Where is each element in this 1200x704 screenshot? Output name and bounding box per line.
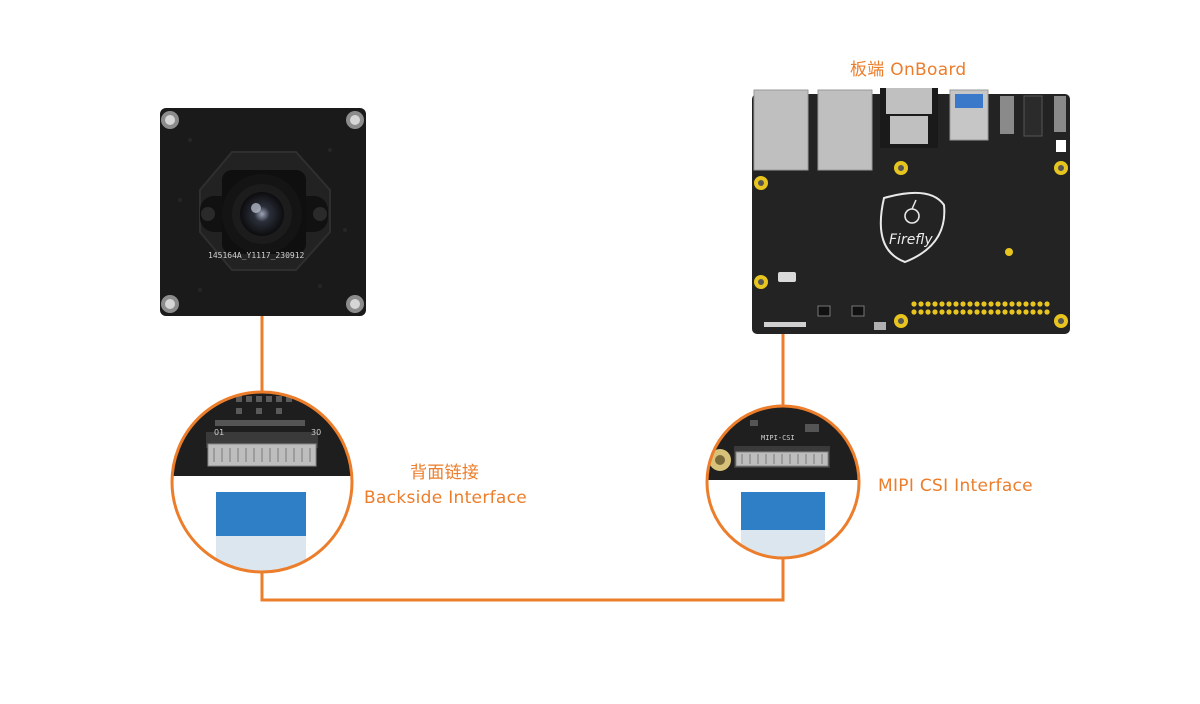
board-mount-holes — [754, 161, 1068, 328]
ribbon-cable — [216, 492, 306, 536]
gpio-pin — [939, 301, 945, 307]
gpio-pin — [918, 301, 924, 307]
pin-right-label: 30 — [311, 428, 321, 437]
backside-en-label: Backside Interface — [364, 488, 528, 508]
gpio-pin — [1037, 309, 1043, 315]
firefly-logo-icon — [879, 191, 946, 264]
gpio-pin — [1030, 309, 1036, 315]
gpio-pin — [1016, 301, 1022, 307]
gpio-pin — [960, 309, 966, 315]
gpio-pin — [988, 301, 994, 307]
gpio-pin — [995, 309, 1001, 315]
hdmi-port — [886, 88, 932, 114]
gpio-pin — [925, 301, 931, 307]
firefly-board: Firefly — [752, 88, 1070, 334]
gpio-pin — [939, 309, 945, 315]
gpio-pin — [981, 309, 987, 315]
ethernet-port-2 — [817, 89, 873, 171]
camera-part-number: 145164A_Y1117_230912 — [208, 251, 305, 260]
gpio-pin — [1037, 301, 1043, 307]
gpio-pin — [988, 309, 994, 315]
csi-ribbon-cable — [741, 492, 825, 530]
gpio-pin — [995, 301, 1001, 307]
gpio-pin — [981, 301, 987, 307]
mipi-connector-outline — [764, 322, 806, 327]
board-title-label: 板端 OnBoard — [850, 60, 967, 80]
gpio-pin — [932, 309, 938, 315]
gpio-pin — [1023, 309, 1029, 315]
gpio-pin — [1002, 301, 1008, 307]
gpio-pin — [974, 301, 980, 307]
gpio-pin — [974, 309, 980, 315]
backside-cn-label: 背面链接 — [410, 463, 480, 483]
gpio-pin — [925, 309, 931, 315]
gpio-pin — [932, 301, 938, 307]
gpio-pin — [1009, 309, 1015, 315]
gpio-pin — [911, 309, 917, 315]
gpio-pin — [911, 301, 917, 307]
gpio-pin — [960, 301, 966, 307]
gpio-pin — [1016, 309, 1022, 315]
cable-route-line — [260, 558, 785, 602]
gpio-pin — [967, 301, 973, 307]
board-logo-text: Firefly — [889, 232, 933, 248]
audio-jack — [1023, 95, 1043, 137]
gpio-pin — [946, 301, 952, 307]
camera-mount-holes — [161, 111, 364, 313]
gpio-pin — [1044, 309, 1050, 315]
gpio-pin — [946, 309, 952, 315]
gpio-pin — [1023, 301, 1029, 307]
pin-left-label: 01 — [214, 428, 224, 437]
camera-connector-zoom — [172, 392, 352, 572]
mipi-zoom-ring — [705, 404, 861, 560]
mipi-csi-label: MIPI CSI Interface — [878, 476, 1033, 496]
gpio-pin — [1030, 301, 1036, 307]
gpio-pin — [953, 309, 959, 315]
gpio-pin — [953, 301, 959, 307]
gpio-pin — [918, 309, 924, 315]
ethernet-port-1 — [753, 89, 809, 171]
button — [1000, 96, 1014, 134]
gpio-pin — [967, 309, 973, 315]
mipi-connector-zoom — [707, 406, 859, 558]
camera-zoom-ring — [170, 390, 354, 574]
gpio-pin — [1044, 301, 1050, 307]
connection-lines — [260, 316, 785, 602]
csi-connector-label: MIPI-CSI — [761, 434, 795, 442]
gpio-pin — [1002, 309, 1008, 315]
camera-module — [160, 108, 366, 316]
gpio-pin — [1009, 301, 1015, 307]
